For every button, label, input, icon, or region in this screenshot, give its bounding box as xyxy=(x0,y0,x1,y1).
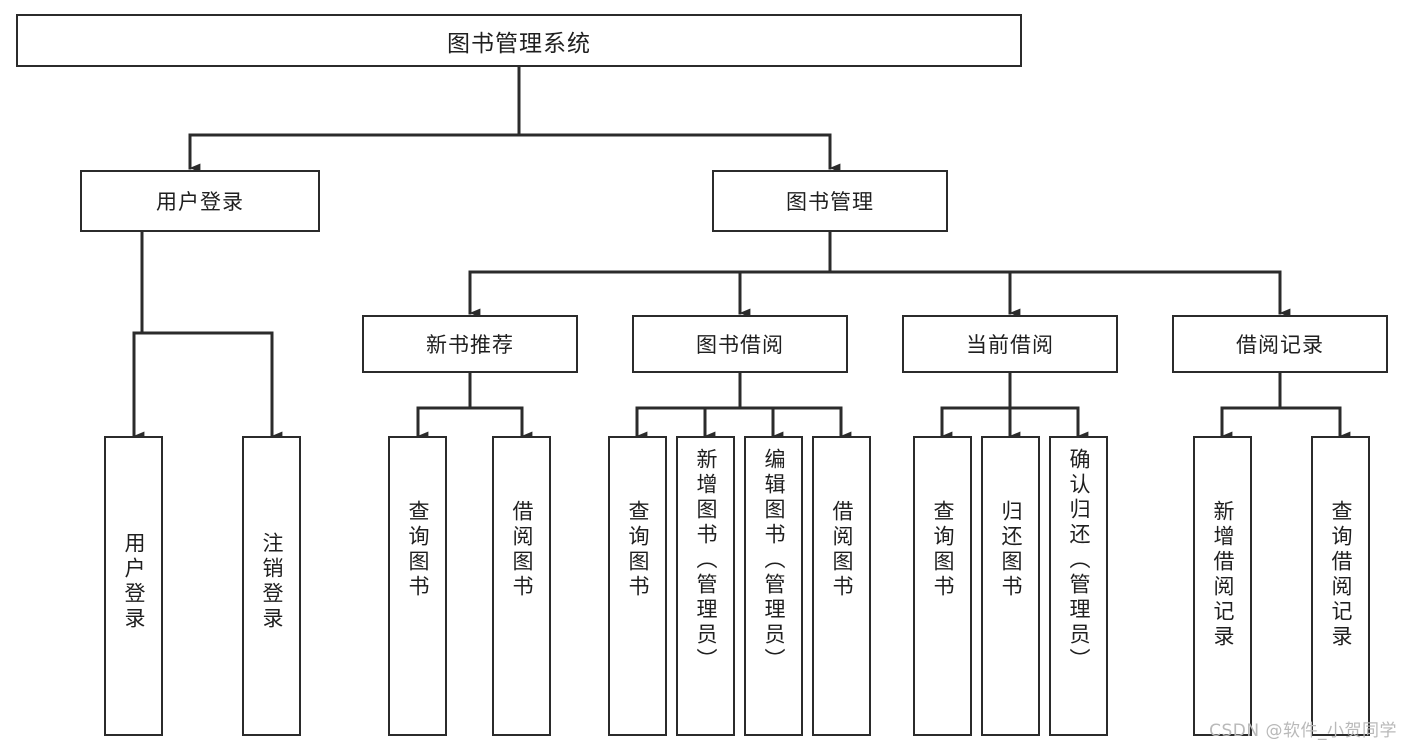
node-leaf-book-borrow-3-label: 编辑图书（管理员） xyxy=(762,448,786,673)
node-leaf-new-book-rec-2-label: 借阅图书 xyxy=(510,500,534,600)
node-borrow-record[interactable]: 借阅记录 xyxy=(1172,315,1388,373)
node-leaf-book-borrow-4-label: 借阅图书 xyxy=(830,500,854,600)
node-borrow-record-label: 借阅记录 xyxy=(1236,333,1324,357)
node-leaf-book-borrow-3[interactable]: 编辑图书（管理员） xyxy=(744,436,803,736)
node-leaf-new-book-rec-2[interactable]: 借阅图书 xyxy=(492,436,551,736)
node-leaf-current-borrow-2[interactable]: 归还图书 xyxy=(981,436,1040,736)
node-book-borrow[interactable]: 图书借阅 xyxy=(632,315,848,373)
node-leaf-user-login-1-label: 用户登录 xyxy=(122,532,146,632)
watermark: CSDN @软件_小贺同学 xyxy=(1209,721,1397,741)
node-user-login[interactable]: 用户登录 xyxy=(80,170,320,232)
node-leaf-user-login-1[interactable]: 用户登录 xyxy=(104,436,163,736)
node-book-manage-label: 图书管理 xyxy=(786,190,874,214)
node-leaf-borrow-record-1-label: 新增借阅记录 xyxy=(1211,500,1235,650)
node-leaf-borrow-record-2-label: 查询借阅记录 xyxy=(1329,500,1353,650)
node-leaf-user-login-2-label: 注销登录 xyxy=(260,532,284,632)
node-leaf-book-borrow-1-label: 查询图书 xyxy=(626,500,650,600)
node-leaf-new-book-rec-1[interactable]: 查询图书 xyxy=(388,436,447,736)
node-leaf-borrow-record-1[interactable]: 新增借阅记录 xyxy=(1193,436,1252,736)
node-user-login-label: 用户登录 xyxy=(156,190,244,214)
node-current-borrow-label: 当前借阅 xyxy=(966,333,1054,357)
node-leaf-current-borrow-2-label: 归还图书 xyxy=(999,500,1023,600)
node-leaf-current-borrow-1[interactable]: 查询图书 xyxy=(913,436,972,736)
node-new-book-rec-label: 新书推荐 xyxy=(426,333,514,357)
node-leaf-current-borrow-1-label: 查询图书 xyxy=(931,500,955,600)
node-current-borrow[interactable]: 当前借阅 xyxy=(902,315,1118,373)
node-root-label: 图书管理系统 xyxy=(447,30,591,57)
node-leaf-current-borrow-3[interactable]: 确认归还（管理员） xyxy=(1049,436,1108,736)
node-leaf-book-borrow-2-label: 新增图书（管理员） xyxy=(694,448,718,673)
node-book-manage[interactable]: 图书管理 xyxy=(712,170,948,232)
node-book-borrow-label: 图书借阅 xyxy=(696,333,784,357)
node-leaf-book-borrow-4[interactable]: 借阅图书 xyxy=(812,436,871,736)
node-new-book-rec[interactable]: 新书推荐 xyxy=(362,315,578,373)
node-root[interactable]: 图书管理系统 xyxy=(16,14,1022,67)
node-leaf-user-login-2[interactable]: 注销登录 xyxy=(242,436,301,736)
node-leaf-current-borrow-3-label: 确认归还（管理员） xyxy=(1067,448,1091,673)
node-leaf-book-borrow-1[interactable]: 查询图书 xyxy=(608,436,667,736)
node-leaf-book-borrow-2[interactable]: 新增图书（管理员） xyxy=(676,436,735,736)
node-leaf-new-book-rec-1-label: 查询图书 xyxy=(406,500,430,600)
node-leaf-borrow-record-2[interactable]: 查询借阅记录 xyxy=(1311,436,1370,736)
